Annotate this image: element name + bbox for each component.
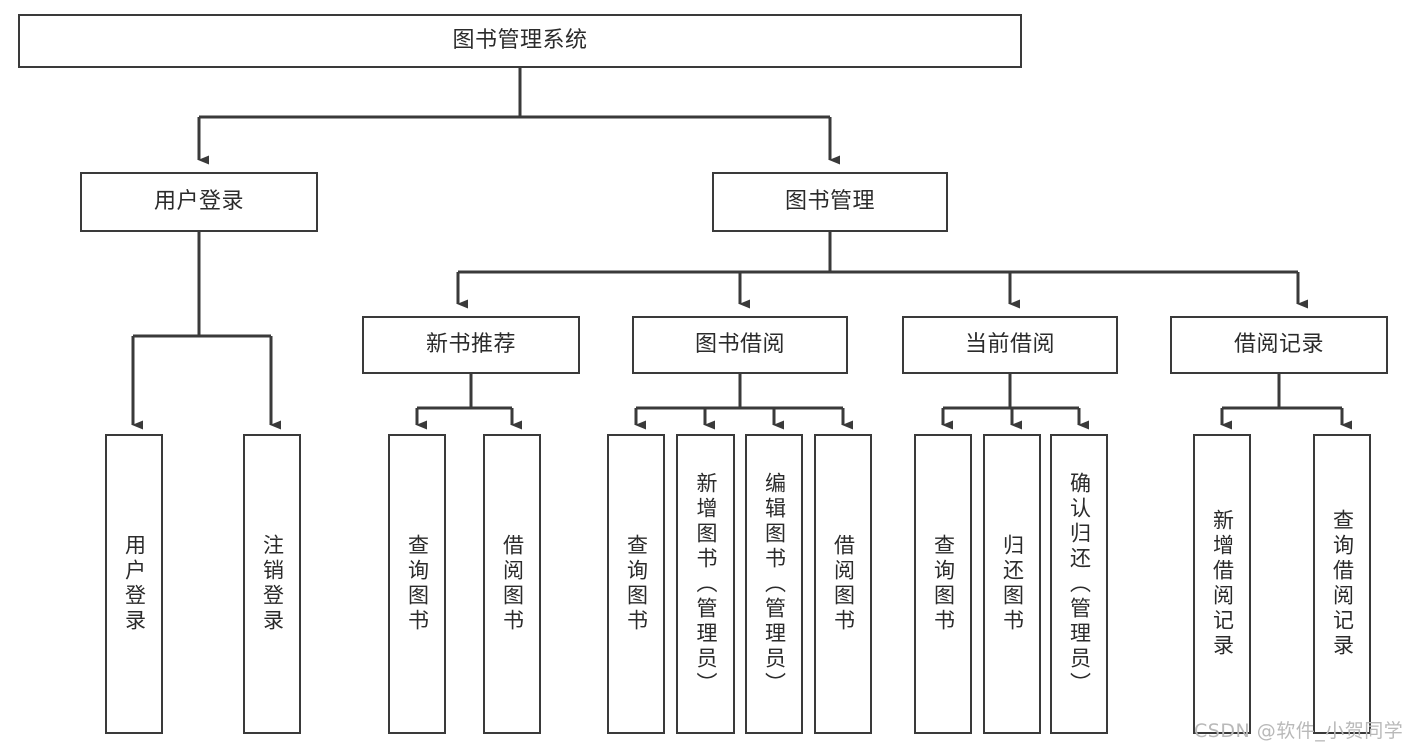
leaf-confirm-return-label: 确认归还（管理员） (1067, 471, 1092, 697)
leaf-query-record[interactable]: 查询借阅记录 (1313, 434, 1371, 734)
leaf-query-book-3[interactable]: 查询图书 (914, 434, 972, 734)
node-book-manage[interactable]: 图书管理 (712, 172, 948, 232)
leaf-confirm-return[interactable]: 确认归还（管理员） (1050, 434, 1108, 734)
leaf-user-login-label: 用户登录 (122, 534, 147, 634)
node-new-book-recommend-label: 新书推荐 (425, 332, 516, 358)
leaf-logout[interactable]: 注销登录 (243, 434, 301, 734)
leaf-query-book-1[interactable]: 查询图书 (388, 434, 446, 734)
node-user-login-label: 用户登录 (153, 189, 244, 215)
leaf-query-book-1-label: 查询图书 (405, 534, 430, 634)
node-root-label: 图书管理系统 (452, 28, 588, 54)
node-borrow-record-label: 借阅记录 (1233, 332, 1324, 358)
leaf-user-login[interactable]: 用户登录 (105, 434, 163, 734)
leaf-add-record-label: 新增借阅记录 (1210, 509, 1235, 659)
leaf-edit-book[interactable]: 编辑图书（管理员） (745, 434, 803, 734)
node-root[interactable]: 图书管理系统 (18, 14, 1022, 68)
node-current-borrow[interactable]: 当前借阅 (902, 316, 1118, 374)
node-current-borrow-label: 当前借阅 (964, 332, 1055, 358)
leaf-borrow-book-2[interactable]: 借阅图书 (814, 434, 872, 734)
leaf-query-record-label: 查询借阅记录 (1330, 509, 1355, 659)
node-borrow-record[interactable]: 借阅记录 (1170, 316, 1388, 374)
node-book-manage-label: 图书管理 (784, 189, 875, 215)
leaf-query-book-2-label: 查询图书 (624, 534, 649, 634)
leaf-query-book-3-label: 查询图书 (931, 534, 956, 634)
leaf-add-book[interactable]: 新增图书（管理员） (676, 434, 735, 734)
leaf-logout-label: 注销登录 (260, 534, 285, 634)
node-user-login[interactable]: 用户登录 (80, 172, 318, 232)
node-book-borrow[interactable]: 图书借阅 (632, 316, 848, 374)
leaf-query-book-2[interactable]: 查询图书 (607, 434, 665, 734)
leaf-add-book-label: 新增图书（管理员） (694, 471, 718, 697)
node-new-book-recommend[interactable]: 新书推荐 (362, 316, 580, 374)
leaf-return-book[interactable]: 归还图书 (983, 434, 1041, 734)
leaf-edit-book-label: 编辑图书（管理员） (762, 471, 787, 697)
node-book-borrow-label: 图书借阅 (694, 332, 785, 358)
leaf-borrow-book-1[interactable]: 借阅图书 (483, 434, 541, 734)
leaf-add-record[interactable]: 新增借阅记录 (1193, 434, 1251, 734)
leaf-borrow-book-2-label: 借阅图书 (831, 534, 856, 634)
leaf-borrow-book-1-label: 借阅图书 (500, 534, 525, 634)
leaf-return-book-label: 归还图书 (1000, 534, 1025, 634)
